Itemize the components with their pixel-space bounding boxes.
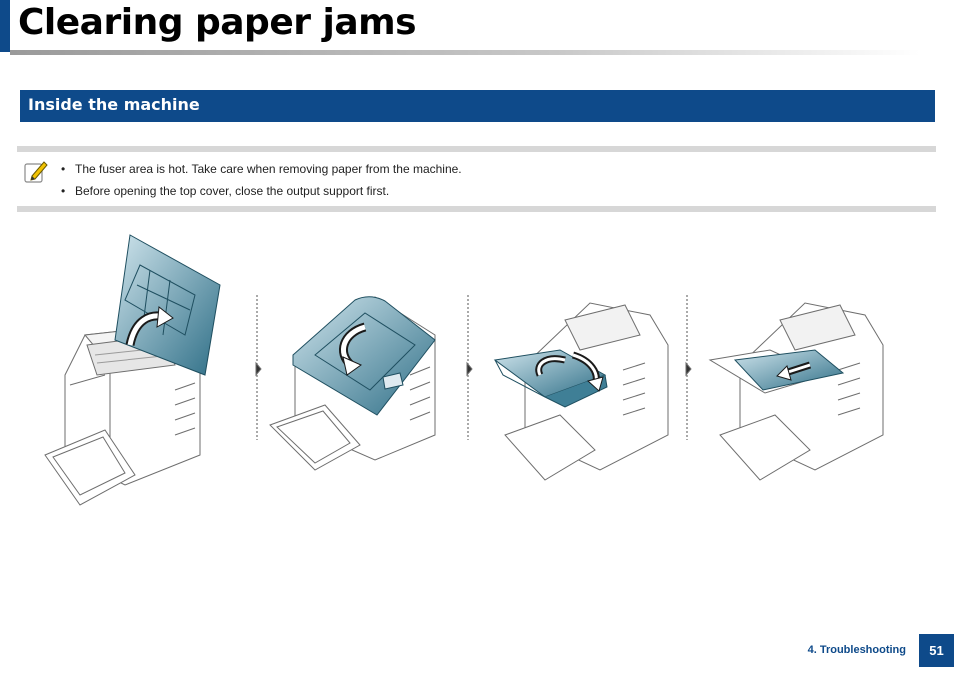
pencil-note-icon [24, 161, 48, 183]
section-title: Inside the machine [28, 95, 200, 114]
bullet: • [61, 162, 66, 176]
step-2-close-cover-image [269, 296, 436, 471]
note-box: • The fuser area is hot. Take care when r… [17, 146, 936, 212]
note-item: • The fuser area is hot. Take care when r… [61, 158, 462, 180]
procedure-illustration [44, 234, 884, 506]
page-number: 51 [919, 634, 954, 667]
step-4-remove-paper-image [708, 302, 884, 481]
step-3-output-support-image [493, 302, 669, 481]
note-item: • Before opening the top cover, close the… [61, 180, 462, 202]
note-text: Before opening the top cover, close the … [75, 184, 390, 198]
triangle-right-icon [466, 361, 473, 377]
triangle-right-icon [255, 361, 262, 377]
title-accent-bar [0, 0, 10, 52]
note-text: The fuser area is hot. Take care when re… [75, 162, 462, 176]
title-underline [10, 50, 920, 55]
step-1-open-cover-image [44, 234, 221, 506]
section-header: Inside the machine [20, 90, 935, 122]
bullet: • [61, 184, 66, 198]
triangle-right-icon [685, 361, 692, 377]
page-title: Clearing paper jams [18, 2, 417, 43]
footer-chapter: 4. Troubleshooting [807, 644, 906, 656]
note-list: • The fuser area is hot. Take care when r… [61, 158, 462, 202]
